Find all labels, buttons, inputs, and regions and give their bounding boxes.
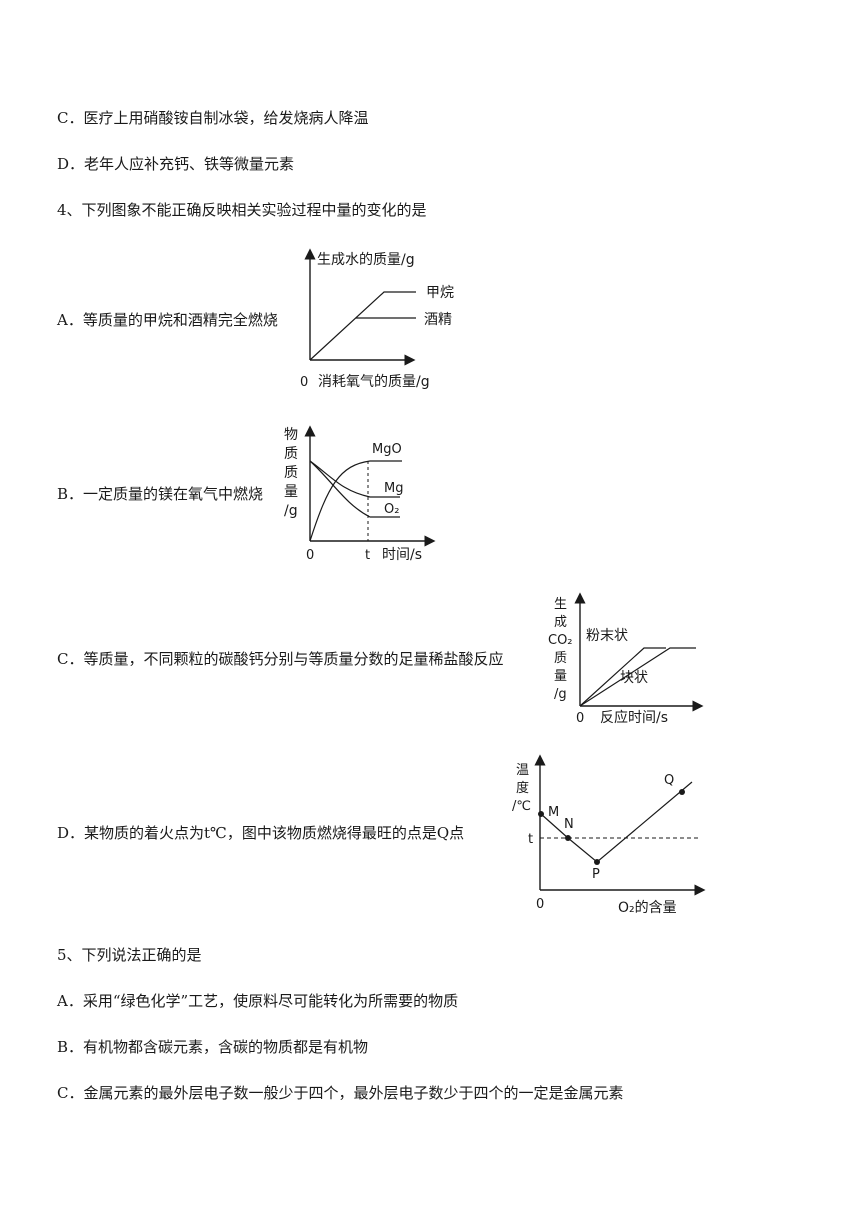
figure-c-origin: 0 [576, 711, 584, 726]
svg-text:质: 质 [554, 651, 567, 666]
option-c-text: C．等质量，不同颗粒的碳酸钙分别与等质量分数的足量稀盐酸反应 [57, 650, 504, 668]
figure-c-series-block: 块状 [620, 670, 648, 686]
question-5-option-a: A．采用“绿色化学”工艺，使原料尽可能转化为所需要的物质 [57, 992, 459, 1010]
question-5-option-c: C．金属元素的最外层电子数一般少于四个，最外层电子数少于四个的一定是金属元素 [57, 1084, 624, 1102]
figure-d-xlabel: O₂的含量 [618, 900, 677, 916]
figure-c-ylabel: 生 成 CO₂ 质 量 /g [548, 597, 573, 702]
svg-text:温: 温 [516, 763, 529, 778]
figure-c-xlabel: 反应时间/s [600, 709, 668, 726]
figure-a-series-methane: 甲烷 [426, 285, 454, 301]
figure-d-ylabel: 温 度 /℃ [512, 763, 531, 814]
figure-d-label-n: N [564, 817, 574, 832]
figure-a-origin: 0 [300, 375, 308, 390]
svg-text:量: 量 [554, 669, 567, 684]
figure-d-temperature-line [540, 781, 693, 863]
figure-c-line-powder [579, 647, 666, 707]
figure-d-point-n [565, 835, 571, 841]
figure-b-curve-mgo [309, 460, 402, 542]
svg-text:CO₂: CO₂ [548, 633, 573, 648]
question-5-stem: 5、下列说法正确的是 [57, 946, 202, 964]
figure-c-line-block [579, 647, 696, 707]
svg-text:物: 物 [284, 427, 298, 443]
figure-a-graph: 生成水的质量/g 甲烷 酒精 0 消耗氧气的质量/g [300, 248, 454, 390]
figure-b-curve-mg [309, 460, 400, 498]
figure-a-xlabel: 消耗氧气的质量/g [318, 374, 430, 390]
option-b-text: B．一定质量的镁在氧气中燃烧 [57, 485, 264, 503]
figure-d-point-q [679, 789, 685, 795]
option-d-text: D．某物质的着火点为t℃，图中该物质燃烧得最旺的点是Q点 [57, 824, 465, 842]
svg-text:质: 质 [284, 465, 298, 481]
figure-b-series-mg: Mg [384, 481, 403, 496]
figure-d-origin: 0 [536, 897, 544, 912]
svg-text:生: 生 [554, 597, 567, 612]
figure-d-point-m [538, 811, 544, 817]
figure-c-graph: 生 成 CO₂ 质 量 /g 粉末状 块状 0 反应时间/s [548, 592, 704, 726]
figure-b-graph: 物 质 质 量 /g MgO Mg O₂ 0 t 时间/s [284, 425, 436, 563]
figure-c-series-powder: 粉末状 [586, 628, 628, 644]
figure-d-label-m: M [548, 805, 559, 820]
figure-b-series-o2: O₂ [384, 502, 399, 517]
figure-a-series-ethanol: 酒精 [424, 312, 452, 328]
figure-b-series-mgo: MgO [372, 442, 402, 457]
svg-text:成: 成 [554, 615, 567, 630]
question-5-option-b: B．有机物都含碳元素，含碳的物质都是有机物 [57, 1038, 369, 1056]
svg-text:质: 质 [284, 446, 298, 462]
option-a-text: A．等质量的甲烷和酒精完全燃烧 [57, 311, 278, 329]
figure-d-graph: 温 度 /℃ M N P Q t 0 O₂的含量 [512, 754, 706, 916]
figure-b-ylabel: 物 质 质 量 /g [284, 427, 298, 519]
svg-text:/g: /g [284, 503, 298, 519]
svg-text:/g: /g [554, 687, 567, 702]
figure-b-t-tick: t [365, 548, 370, 563]
figure-b-origin: 0 [306, 548, 314, 563]
figure-b-xlabel: 时间/s [382, 547, 422, 563]
option-d-previous: D．老年人应补充钙、铁等微量元素 [57, 155, 295, 173]
svg-text:度: 度 [516, 780, 529, 796]
svg-text:量: 量 [284, 484, 298, 500]
option-c-previous: C．医疗上用硝酸铵自制冰袋，给发烧病人降温 [57, 109, 369, 127]
figure-d-point-p [594, 859, 600, 865]
figure-a-line-methane [309, 291, 416, 361]
figure-d-label-p: P [592, 867, 600, 882]
question-4-stem: 4、下列图象不能正确反映相关实验过程中量的变化的是 [57, 201, 427, 219]
figure-b-curve-o2 [309, 460, 400, 518]
figure-d-t-tick: t [528, 832, 533, 847]
figure-a-ylabel: 生成水的质量/g [317, 252, 415, 268]
figure-d-label-q: Q [664, 773, 674, 788]
svg-text:/℃: /℃ [512, 799, 531, 814]
